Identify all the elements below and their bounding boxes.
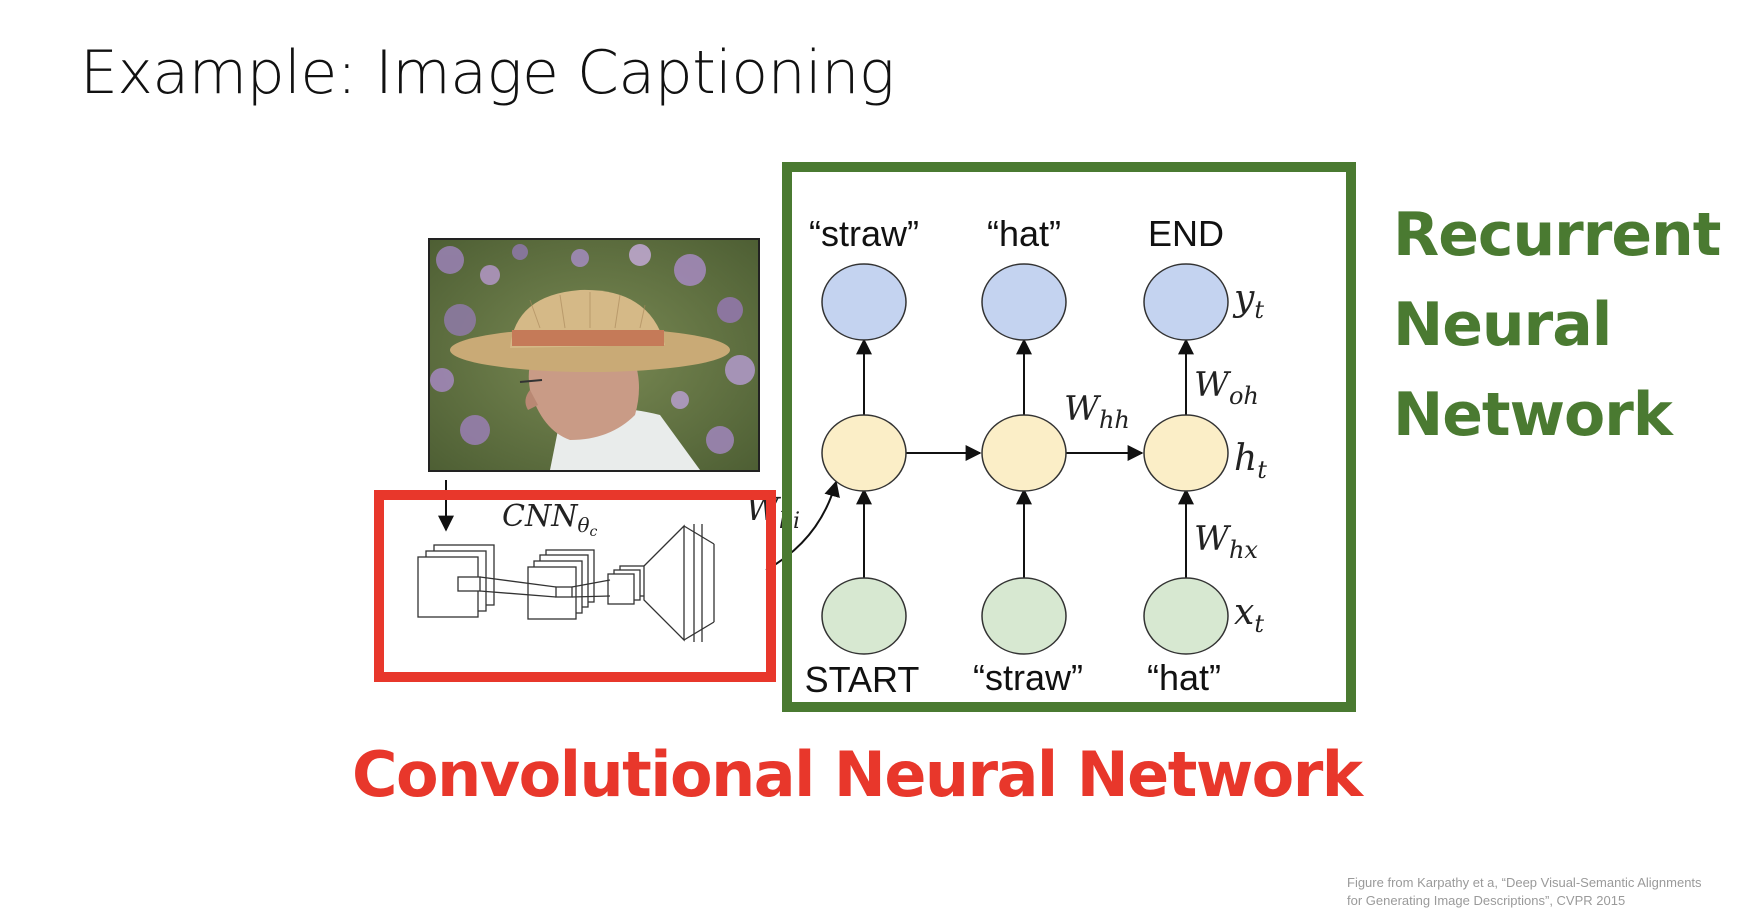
output-node [981, 263, 1067, 341]
cnn-theta-label: CNNθc [502, 499, 598, 540]
x-t-label: xt [1234, 592, 1264, 638]
rnn-label-line: Neural [1393, 290, 1612, 360]
rnn-label-line: Recurrent [1393, 200, 1721, 270]
cnn-label: Convolutional Neural Network [352, 738, 1363, 811]
hidden-node [821, 414, 907, 492]
input-node [1143, 577, 1229, 655]
citation: Figure from Karpathy et a, “Deep Visual-… [1347, 874, 1702, 910]
input-node [821, 577, 907, 655]
w-hx-label: Whx [1194, 519, 1258, 564]
output-node [1143, 263, 1229, 341]
hidden-node [1143, 414, 1229, 492]
h-t-label: ht [1234, 438, 1267, 484]
rnn-label-line: Network [1393, 380, 1673, 450]
output-token: END [1148, 213, 1224, 254]
man-in-straw-hat-photo [428, 238, 760, 472]
input-token: “hat” [1147, 657, 1221, 698]
input-token: “straw” [973, 657, 1083, 698]
output-node [821, 263, 907, 341]
cnn-layers-drawing [417, 524, 715, 642]
slide-title: Example: Image Captioning [80, 38, 895, 108]
y-t-label: yt [1232, 278, 1264, 324]
citation-line: Figure from Karpathy et a, “Deep Visual-… [1347, 875, 1702, 890]
cnn-to-hidden-arrow [765, 480, 840, 571]
rnn-label: Recurrent Neural Network [1393, 190, 1721, 460]
w-hh-label: Whh [1064, 389, 1130, 434]
w-oh-label: Woh [1194, 365, 1259, 410]
cnn-highlight-box [374, 490, 776, 682]
citation-line: for Generating Image Descriptions”, CVPR… [1347, 893, 1626, 908]
output-token: “hat” [987, 213, 1061, 254]
input-token: START [805, 659, 920, 700]
rnn-highlight-box [782, 162, 1356, 712]
input-node [981, 577, 1067, 655]
output-token: “straw” [809, 213, 919, 254]
hidden-node [981, 414, 1067, 492]
